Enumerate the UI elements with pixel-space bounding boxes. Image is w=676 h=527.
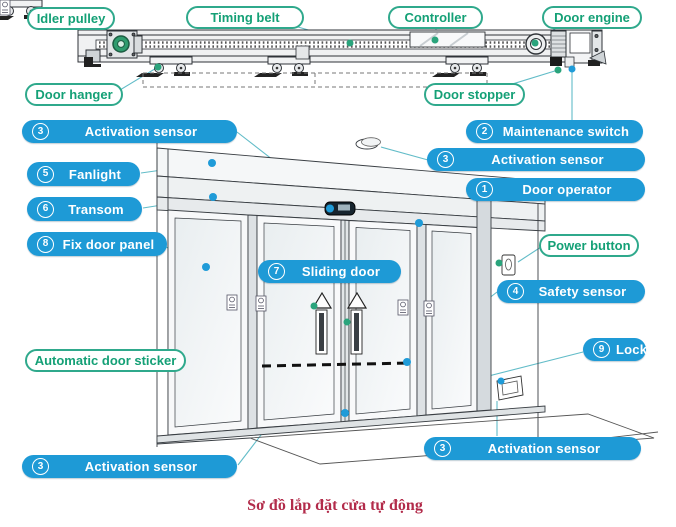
label-power-button: Power button xyxy=(539,234,639,257)
label-timing-belt: Timing belt xyxy=(186,6,304,29)
number-badge: 6 xyxy=(37,200,54,218)
number-badge: 4 xyxy=(507,283,524,300)
label-automatic-door-sticker: Automatic door sticker xyxy=(25,349,186,372)
activation-sensor-device xyxy=(324,201,356,216)
number-badge: 3 xyxy=(437,151,454,168)
controller-drawing xyxy=(409,31,486,48)
floor-mat-outline xyxy=(249,413,655,465)
label-fix-door-panel: 8 Fix door panel xyxy=(27,232,167,256)
power-button-device xyxy=(501,254,516,276)
label-controller: Controller xyxy=(388,6,483,29)
door-handle-left xyxy=(311,291,333,355)
timing-belt-drawing xyxy=(95,39,557,50)
label-door-operator: 1 Door operator xyxy=(466,178,645,201)
safety-beam-line xyxy=(261,361,411,368)
number-badge: 3 xyxy=(32,123,49,140)
label-lock: 9 Lock xyxy=(583,338,647,361)
door-handle-right xyxy=(346,291,368,355)
number-badge: 3 xyxy=(32,458,49,475)
label-sliding-door: 7 Sliding door xyxy=(258,260,401,283)
idler-pulley-drawing xyxy=(106,30,143,59)
door-sticker-decals xyxy=(0,0,435,317)
number-badge: 3 xyxy=(434,440,451,457)
label-maintenance-switch: 2 Maintenance switch xyxy=(466,120,643,143)
label-fanlight: 5 Fanlight xyxy=(27,162,140,186)
number-badge: 7 xyxy=(268,263,285,280)
label-activation-sensor-bottom-left: 3 Activation sensor xyxy=(22,455,237,478)
anchor-dots xyxy=(154,36,576,417)
ceiling-sensor-drawing xyxy=(355,137,381,150)
door-travel-outline xyxy=(142,72,488,88)
label-transom: 6 Transom xyxy=(27,197,142,221)
label-door-engine: Door engine xyxy=(542,6,642,29)
number-badge: 5 xyxy=(37,165,54,183)
label-safety-sensor: 4 Safety sensor xyxy=(497,280,645,303)
number-badge: 1 xyxy=(476,181,493,198)
door-frame-post xyxy=(476,187,492,412)
diagram-caption: Sơ đồ lắp đặt cửa tự động xyxy=(247,497,423,514)
number-badge: 2 xyxy=(476,123,493,140)
number-badge: 8 xyxy=(37,235,54,253)
label-activation-sensor-right: 3 Activation sensor xyxy=(427,148,645,171)
label-activation-sensor-top-left: 3 Activation sensor xyxy=(22,120,237,143)
label-door-stopper: Door stopper xyxy=(424,83,525,106)
number-badge: 9 xyxy=(593,341,610,358)
label-idler-pulley: Idler pulley xyxy=(27,7,115,30)
label-door-hanger: Door hanger xyxy=(25,83,123,106)
door-stopper-drawing xyxy=(550,56,575,68)
door-operator-rail-drawing xyxy=(0,0,607,88)
label-activation-sensor-bottom-right: 3 Activation sensor xyxy=(424,437,641,460)
